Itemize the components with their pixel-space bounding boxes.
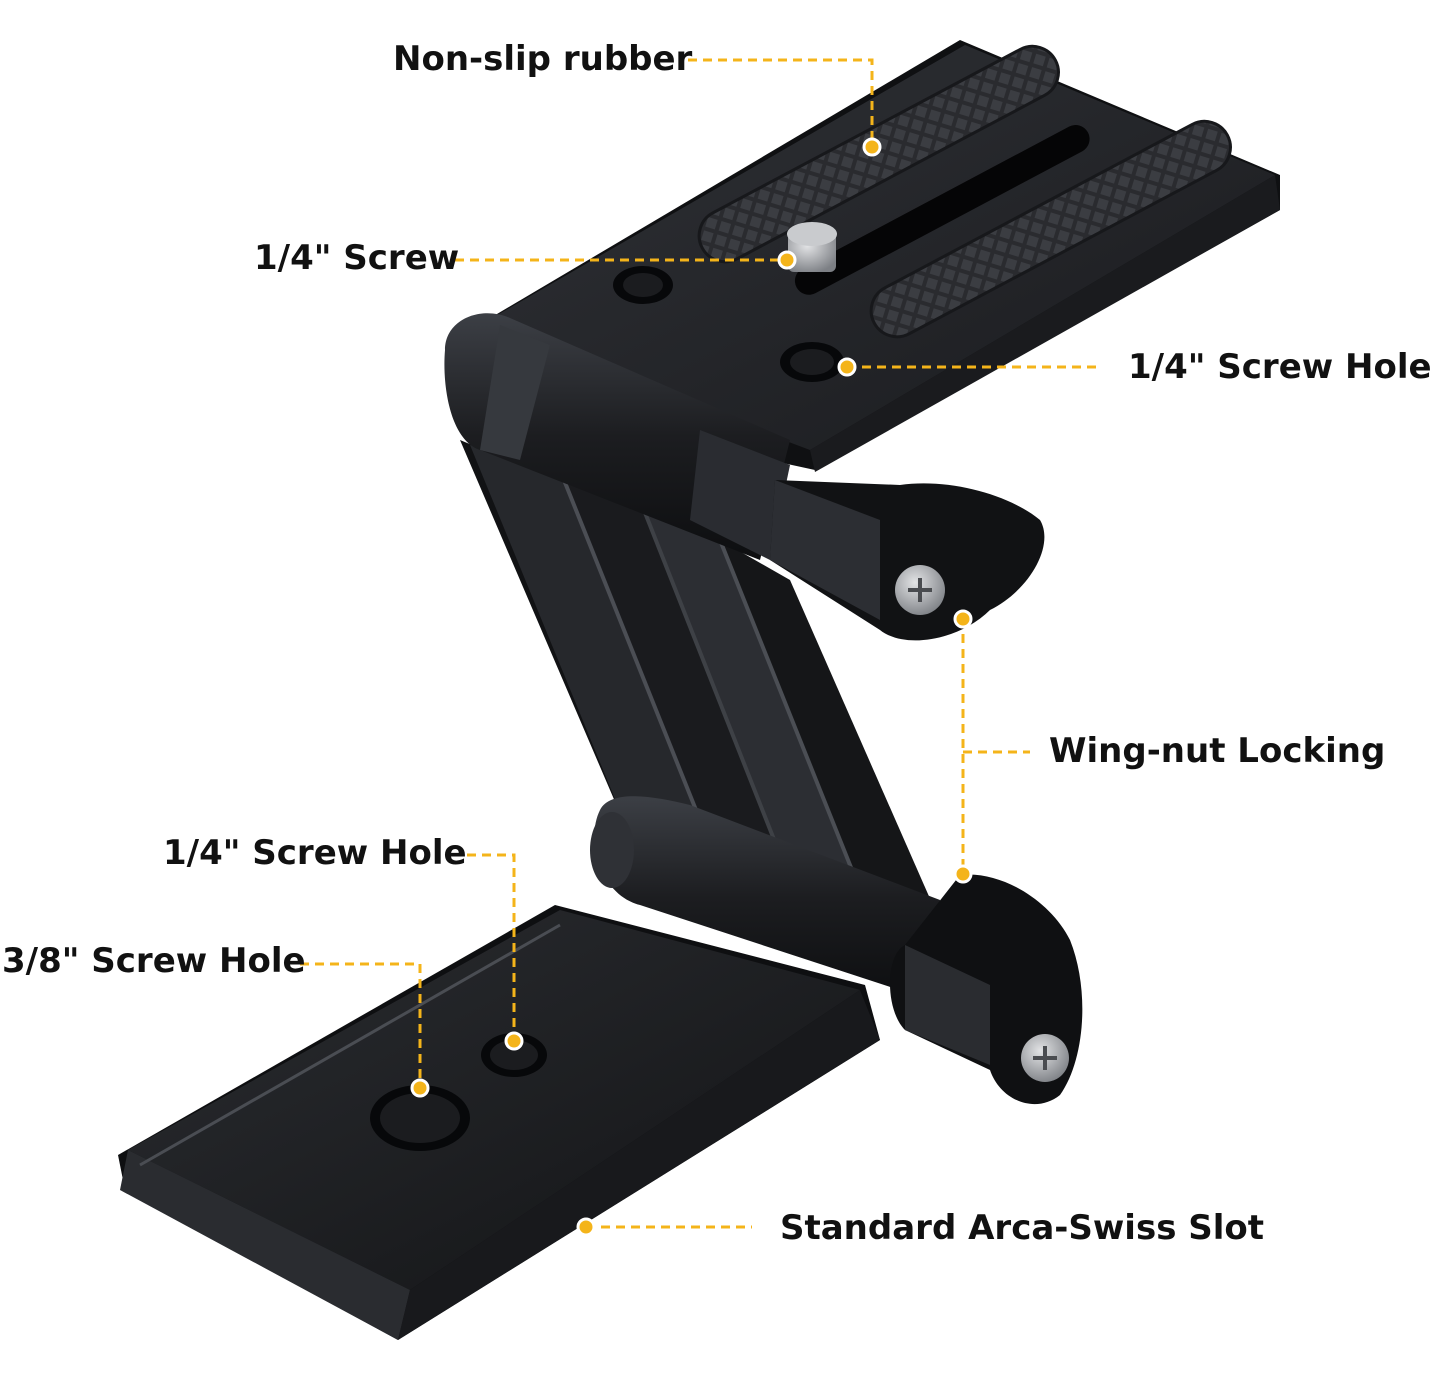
top-plate bbox=[470, 40, 1280, 472]
yellow-dot-icon bbox=[777, 250, 797, 270]
leader-non-slip-rubber bbox=[688, 58, 874, 146]
yellow-dot-icon bbox=[953, 609, 973, 629]
yellow-dot-icon bbox=[504, 1031, 524, 1051]
rubber-strip-right bbox=[869, 119, 1232, 339]
base-plate bbox=[118, 905, 880, 1340]
upper-wing-nut bbox=[770, 480, 1045, 641]
label-three-eighths-screw-hole: 3/8" Screw Hole bbox=[2, 941, 306, 981]
leader-quarter-screw-hole-bottom bbox=[452, 853, 516, 1040]
yellow-dot-icon bbox=[953, 864, 973, 884]
yellow-dot-icon bbox=[837, 357, 857, 377]
quarter-screw-icon bbox=[787, 222, 837, 246]
yellow-dot-icon bbox=[576, 1217, 596, 1237]
lower-wing-nut bbox=[890, 874, 1083, 1105]
label-non-slip-rubber: Non-slip rubber bbox=[393, 39, 693, 79]
rubber-strip-left bbox=[697, 44, 1060, 264]
label-quarter-screw-hole-bottom: 1/4" Screw Hole bbox=[163, 833, 467, 873]
label-arca-swiss-slot: Standard Arca-Swiss Slot bbox=[780, 1208, 1265, 1248]
z-bracket-diagram bbox=[118, 40, 1280, 1340]
yellow-dot-icon bbox=[410, 1078, 430, 1098]
callout-markers bbox=[410, 137, 973, 1237]
leader-three-eighths-screw-hole bbox=[300, 962, 422, 1088]
label-wing-nut-locking: Wing-nut Locking bbox=[1049, 731, 1386, 771]
middle-body bbox=[460, 440, 935, 910]
leader-lines bbox=[300, 58, 1100, 1229]
yellow-dot-icon bbox=[862, 137, 882, 157]
label-quarter-screw: 1/4" Screw bbox=[254, 238, 460, 278]
upper-hinge bbox=[444, 313, 790, 560]
label-quarter-screw-hole-top: 1/4" Screw Hole bbox=[1128, 347, 1432, 387]
lower-hinge bbox=[590, 796, 940, 1000]
